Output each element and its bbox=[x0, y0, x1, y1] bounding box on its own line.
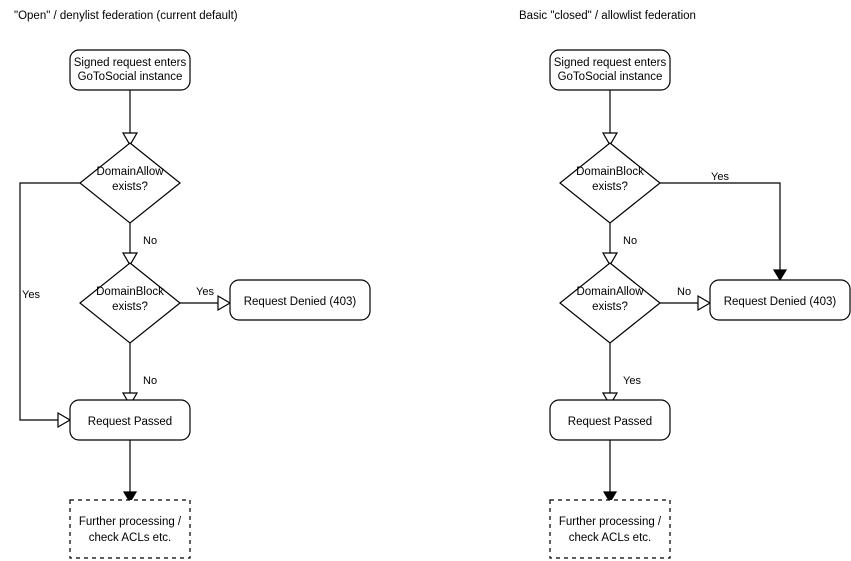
node-decision-domainallow-left[interactable]: DomainAllow exists? bbox=[79, 142, 181, 224]
node-further-processing-left[interactable]: Further processing / check ACLs etc. bbox=[69, 499, 191, 559]
arrowhead-filled-icon bbox=[122, 491, 138, 504]
arrowhead-open-icon bbox=[601, 392, 619, 407]
node-decision-domainblock-left-label-line2: exists? bbox=[112, 301, 148, 313]
arrowhead-open-icon bbox=[697, 294, 712, 312]
node-further-processing-right-label-line1: Further processing / bbox=[559, 516, 662, 528]
node-further-processing-left-label-line2: check ACLs etc. bbox=[89, 532, 171, 544]
edge-domainallow-yes-to-passed-right: Yes bbox=[601, 343, 641, 407]
node-request-denied-left-label: Request Denied (403) bbox=[244, 296, 357, 308]
edge-label-domainblock-no-left: No bbox=[143, 375, 157, 387]
node-decision-domainblock-left-label-line1: DomainBlock bbox=[96, 286, 164, 298]
node-decision-domainblock-right[interactable]: DomainBlock exists? bbox=[559, 142, 661, 224]
diagram-title-open-denylist: "Open" / denylist federation (current de… bbox=[14, 10, 238, 22]
arrowhead-open-icon bbox=[601, 252, 619, 267]
arrowhead-filled-icon bbox=[602, 491, 618, 504]
arrowhead-filled-icon bbox=[772, 269, 788, 282]
node-decision-domainallow-right-label-line2: exists? bbox=[592, 301, 628, 313]
node-start-right-label-line1: Signed request enters bbox=[554, 57, 667, 69]
node-start-left[interactable]: Signed request enters GoToSocial instanc… bbox=[69, 49, 191, 91]
edge-passed-to-further-right bbox=[602, 440, 618, 504]
edge-domainallow-no-to-domainblock: No bbox=[121, 223, 157, 267]
node-request-passed-left[interactable]: Request Passed bbox=[69, 399, 191, 441]
node-request-denied-right[interactable]: Request Denied (403) bbox=[709, 279, 851, 321]
edge-domainblock-no-to-passed: No bbox=[121, 343, 157, 407]
arrowhead-open-icon bbox=[121, 392, 139, 407]
edge-domainblock-no-to-domainallow-right: No bbox=[601, 223, 637, 267]
node-start-left-label-line2: GoToSocial instance bbox=[78, 71, 183, 83]
arrowhead-open-icon bbox=[217, 294, 232, 312]
diagram-open-denylist: "Open" / denylist federation (current de… bbox=[14, 10, 371, 559]
node-decision-domainblock-left[interactable]: DomainBlock exists? bbox=[79, 262, 181, 344]
node-request-passed-right[interactable]: Request Passed bbox=[549, 399, 671, 441]
node-further-processing-left-box[interactable] bbox=[69, 499, 191, 559]
node-request-denied-right-box[interactable] bbox=[709, 279, 851, 321]
node-start-right-label-line2: GoToSocial instance bbox=[558, 71, 663, 83]
arrowhead-open-icon bbox=[601, 132, 619, 147]
edge-start-to-domainallow bbox=[121, 90, 139, 147]
diagram-closed-allowlist: Basic "closed" / allowlist federation Si… bbox=[519, 10, 851, 559]
edge-domainallow-yes-to-passed: Yes bbox=[19, 182, 80, 429]
diagram-title-closed-allowlist: Basic "closed" / allowlist federation bbox=[519, 10, 696, 22]
node-request-denied-left-box[interactable] bbox=[229, 279, 371, 321]
edge-label-domainallow-yes-right: Yes bbox=[623, 375, 641, 387]
node-request-denied-right-label: Request Denied (403) bbox=[724, 296, 837, 308]
node-further-processing-right[interactable]: Further processing / check ACLs etc. bbox=[549, 499, 671, 559]
node-further-processing-right-label-line2: check ACLs etc. bbox=[569, 532, 651, 544]
node-decision-domainallow-right-label-line1: DomainAllow bbox=[576, 286, 644, 298]
node-further-processing-right-box[interactable] bbox=[549, 499, 671, 559]
node-further-processing-left-label-line1: Further processing / bbox=[79, 516, 182, 528]
node-decision-domainblock-right-label-line1: DomainBlock bbox=[576, 166, 644, 178]
node-decision-domainallow-left-label-line2: exists? bbox=[112, 181, 148, 193]
edge-label-domainallow-no-right: No bbox=[677, 286, 691, 298]
edge-label-domainblock-yes-right: Yes bbox=[711, 171, 729, 183]
arrowhead-open-icon bbox=[121, 132, 139, 147]
edge-label-domainallow-no-left: No bbox=[143, 235, 157, 247]
edge-passed-to-further-left bbox=[122, 440, 138, 504]
edge-label-domainallow-yes-left: Yes bbox=[22, 289, 40, 301]
node-decision-domainblock-right-label-line2: exists? bbox=[592, 181, 628, 193]
edge-start-to-domainblock-right bbox=[601, 90, 619, 147]
node-start-left-label-line1: Signed request enters bbox=[74, 57, 187, 69]
edge-label-domainblock-yes-left: Yes bbox=[196, 286, 214, 298]
node-request-passed-right-label: Request Passed bbox=[568, 416, 652, 428]
edge-domainblock-yes-to-denied-right: Yes bbox=[660, 171, 788, 282]
node-decision-domainallow-right[interactable]: DomainAllow exists? bbox=[559, 262, 661, 344]
edge-domainallow-no-to-denied-right: No bbox=[660, 286, 712, 312]
node-start-right-box[interactable] bbox=[549, 49, 671, 91]
node-start-left-box[interactable] bbox=[69, 49, 191, 91]
arrowhead-open-icon bbox=[57, 411, 72, 429]
arrowhead-open-icon bbox=[121, 252, 139, 267]
node-request-denied-left[interactable]: Request Denied (403) bbox=[229, 279, 371, 321]
node-decision-domainallow-left-label-line1: DomainAllow bbox=[96, 166, 164, 178]
node-request-passed-left-label: Request Passed bbox=[88, 416, 172, 428]
edge-label-domainblock-no-right: No bbox=[623, 235, 637, 247]
node-start-right[interactable]: Signed request enters GoToSocial instanc… bbox=[549, 49, 671, 91]
edge-domainblock-yes-to-denied: Yes bbox=[180, 286, 232, 312]
